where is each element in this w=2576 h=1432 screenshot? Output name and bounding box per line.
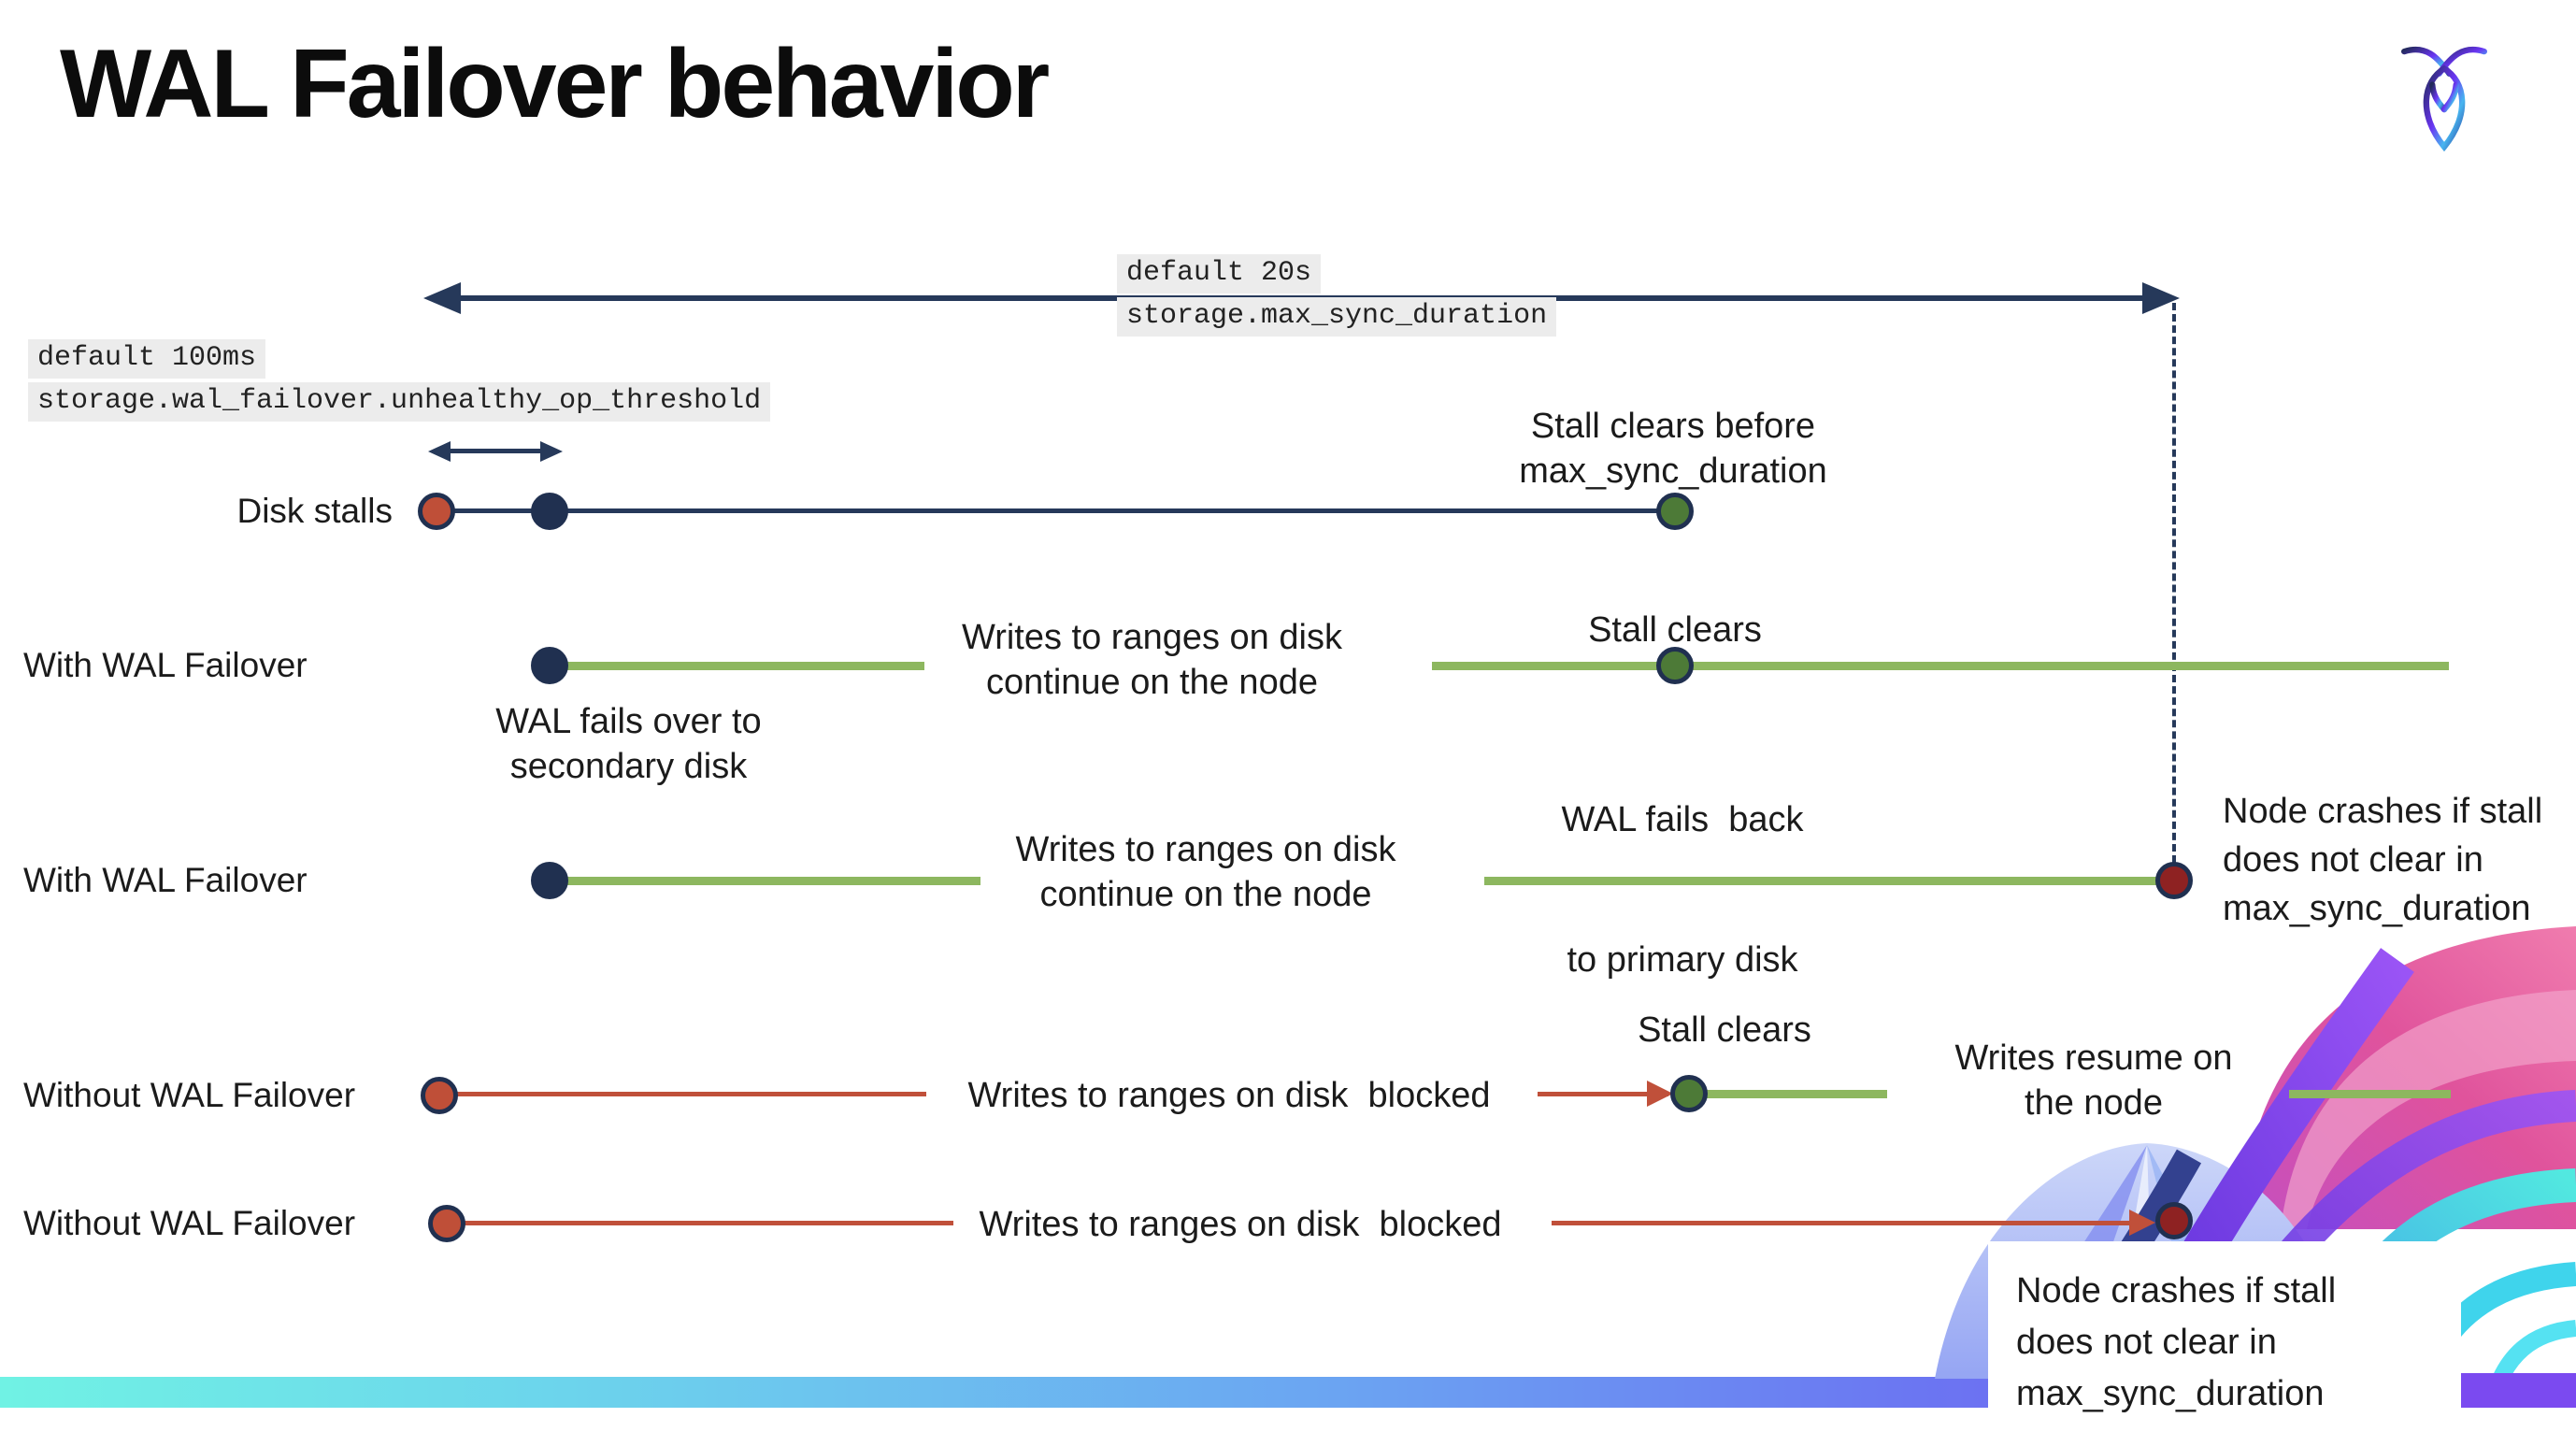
note-line: Writes to ranges on disk [962,618,1342,657]
note-writes-continue-1: Writes to ranges on disk continue on the… [939,615,1365,705]
note-line: WAL fails back [1561,800,1804,839]
note-writes-blocked-1: Writes to ranges on disk blocked [967,1076,1491,1115]
note-line: WAL fails over to [495,702,762,741]
nowal1-red-segment-a [439,1092,926,1096]
red-arrowhead-icon-row5 [2129,1210,2155,1236]
nowal1-stall-clears-dot [1670,1075,1708,1112]
row-label-without-wal-failover-1: Without WAL Failover [23,1076,356,1114]
stall-clears-dot-row1 [1656,493,1694,530]
note-node-crashes-row3: Node crashes if stall does not clear in … [2223,787,2576,933]
nowal2-red-segment-a [456,1221,953,1225]
wal1-stall-clears-dot [1656,647,1694,684]
wal1-green-segment-b [1432,662,2449,670]
nowal2-red-segment-b [1552,1221,2140,1225]
nowal2-stall-start-dot [428,1205,465,1242]
disk-stalls-timeline [436,508,1675,513]
note-wal-fails-back: WAL fails back to primary disk [1519,703,1846,1030]
small-arrowhead-left-icon [428,441,451,462]
unhealthy-op-threshold-callout: default 100ms storage.wal_failover.unhea… [28,339,771,425]
row-label-with-wal-failover-2: With WAL Failover [23,861,308,899]
note-writes-continue-2: Writes to ranges on disk continue on the… [991,827,1421,917]
threshold-setting-label: storage.wal_failover.unhealthy_op_thresh… [28,382,771,422]
note-line: max_sync_duration [1519,451,1827,491]
body-branch-right [2440,81,2459,113]
note-writes-blocked-2: Writes to ranges on disk blocked [979,1205,1502,1244]
max-sync-duration-callout: default 20s storage.max_sync_duration [1117,254,1557,340]
max-sync-deadline-dashed-line [2172,303,2176,863]
note-line: does not clear in [2016,1323,2277,1362]
stall-start-dot [418,493,455,530]
red-arrowhead-icon-row4 [1647,1081,1673,1107]
row-label-disk-stalls: Disk stalls [236,492,393,530]
cockroachdb-logo-icon [2401,46,2487,152]
note-line: Writes to ranges on disk [1015,830,1396,869]
wal2-failover-dot [531,862,568,899]
nowal2-crash-dot [2155,1202,2193,1239]
note-wal-fails-over: WAL fails over to secondary disk [472,699,785,789]
wal2-green-segment-b [1484,877,2174,885]
wal1-green-segment-a [559,662,924,670]
note-line: Writes resume on [1954,1038,2233,1078]
nowal1-green-segment-a [1706,1090,1887,1098]
nowal1-green-segment-b [2289,1090,2451,1098]
pink-stripe [2281,990,2576,1229]
note-line: continue on the node [1039,875,1372,914]
wal1-failover-dot [531,647,568,684]
note-stall-clears-before: Stall clears before max_sync_duration [1453,404,1893,494]
note-line: continue on the node [986,663,1318,702]
wal2-crash-dot [2155,862,2193,899]
note-node-crashes-row5-box: Node crashes if stall does not clear in … [1988,1241,2461,1432]
nowal1-red-segment-b [1538,1092,1668,1096]
note-writes-resume: Writes resume on the node [1925,1036,2262,1125]
row-label-with-wal-failover-1: With WAL Failover [23,646,308,684]
nowal1-stall-start-dot [421,1077,458,1114]
note-line: max_sync_duration [2223,889,2531,928]
note-line: secondary disk [509,747,748,786]
row-label-without-wal-failover-2: Without WAL Failover [23,1204,356,1242]
threshold-span-line [449,449,542,453]
max-sync-default-label: default 20s [1117,254,1322,294]
note-line: the node [2025,1083,2163,1123]
arrowhead-left-icon [423,282,461,314]
note-line: max_sync_duration [2016,1374,2325,1413]
note-line: to primary disk [1567,940,1798,980]
note-line: Node crashes if stall [2016,1271,2337,1310]
note-stall-clears-row2: Stall clears [1588,610,1762,650]
note-stall-clears-row4: Stall clears [1638,1010,1811,1050]
body-branch-left [2429,81,2448,113]
threshold-dot [531,493,568,530]
note-line: Stall clears before [1530,407,1816,446]
wal2-green-segment-a [559,877,980,885]
small-arrowhead-right-icon [540,441,563,462]
threshold-default-label: default 100ms [28,339,266,379]
max-sync-setting-label: storage.max_sync_duration [1117,297,1557,337]
note-line: Node crashes if stall [2223,792,2543,831]
page-title: WAL Failover behavior [60,30,1050,138]
note-line: does not clear in [2223,840,2483,880]
